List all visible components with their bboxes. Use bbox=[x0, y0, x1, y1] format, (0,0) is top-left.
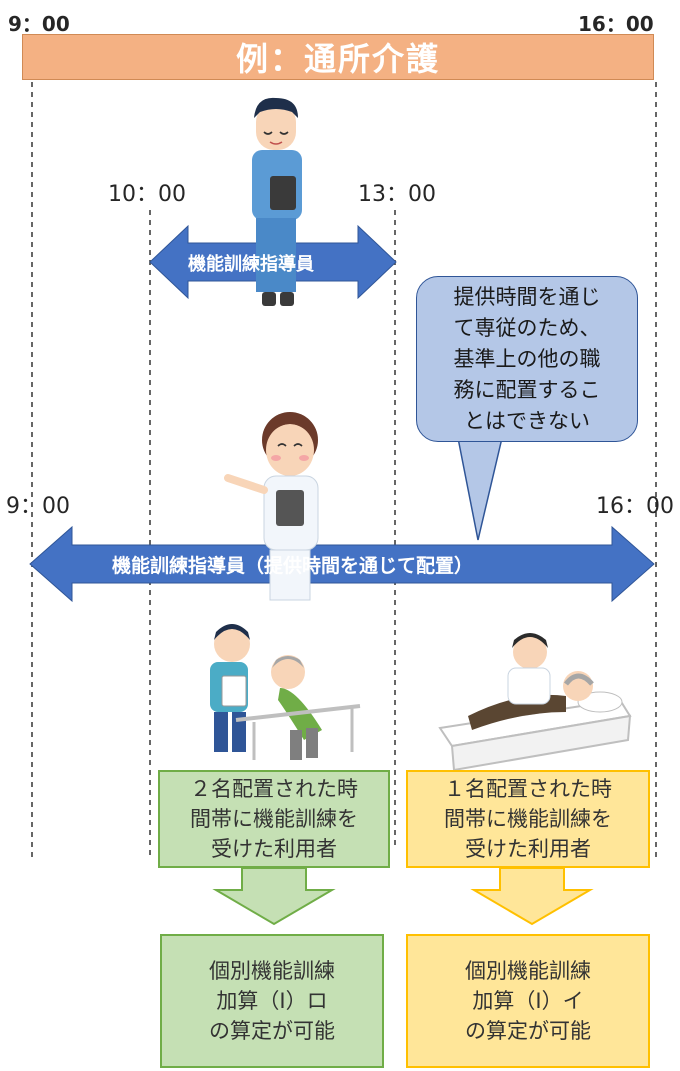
female-instructor-illustration bbox=[224, 412, 319, 601]
title-banner: 例：通所介護 bbox=[22, 34, 654, 80]
yellow-result-line: 加算（Ⅰ）イ bbox=[472, 989, 584, 1013]
walking-rehab-illustration bbox=[210, 624, 361, 760]
bubble-line: 務に配置するこ bbox=[453, 377, 601, 402]
yellow-result-line: 個別機能訓練 bbox=[465, 959, 591, 983]
bubble-line: て専従のため、 bbox=[453, 315, 601, 340]
green-condition-line: 受けた利用者 bbox=[211, 837, 337, 861]
green-result-line: の算定が可能 bbox=[209, 1019, 335, 1043]
lower-arrow-label: 機能訓練指導員（提供時間を通じて配置） bbox=[112, 555, 474, 577]
green-condition-line: 間帯に機能訓練を bbox=[190, 807, 358, 831]
bubble-line: 基準上の他の職 bbox=[453, 346, 601, 371]
bubble-tail bbox=[457, 437, 503, 541]
time-label-10: 10：00 bbox=[108, 182, 186, 207]
yellow-result-line: の算定が可能 bbox=[465, 1019, 591, 1043]
time-label-13: 13：00 bbox=[358, 182, 436, 207]
speech-bubble: 提供時間を通じ て専従のため、 基準上の他の職 務に配置するこ とはできない bbox=[416, 276, 638, 442]
green-condition-line: ２名配置された時 bbox=[190, 777, 358, 801]
yellow-result-box: 個別機能訓練 加算（Ⅰ）イ の算定が可能 bbox=[406, 934, 650, 1068]
bubble-line: 提供時間を通じ bbox=[453, 284, 601, 309]
male-instructor-illustration bbox=[252, 97, 302, 306]
green-result-line: 加算（Ⅰ）ロ bbox=[216, 989, 328, 1013]
time-label-row2-end: 16：00 bbox=[596, 494, 674, 519]
yellow-condition-line: 間帯に機能訓練を bbox=[444, 807, 612, 831]
down-arrow-green bbox=[212, 867, 336, 926]
time-label-end: 16：00 bbox=[578, 12, 654, 36]
down-arrow-yellow bbox=[470, 867, 594, 926]
yellow-condition-line: １名配置された時 bbox=[444, 777, 612, 801]
green-condition-box: ２名配置された時 間帯に機能訓練を 受けた利用者 bbox=[158, 770, 390, 868]
green-result-box: 個別機能訓練 加算（Ⅰ）ロ の算定が可能 bbox=[160, 934, 384, 1068]
bed-care-illustration bbox=[438, 633, 632, 772]
yellow-condition-box: １名配置された時 間帯に機能訓練を 受けた利用者 bbox=[406, 770, 650, 868]
bubble-line: とはできない bbox=[464, 408, 590, 433]
yellow-condition-line: 受けた利用者 bbox=[465, 837, 591, 861]
green-result-line: 個別機能訓練 bbox=[209, 959, 335, 983]
time-label-row2-start: 9：00 bbox=[6, 494, 70, 519]
time-label-start: 9：00 bbox=[8, 12, 70, 36]
upper-arrow-label: 機能訓練指導員 bbox=[188, 254, 314, 275]
lower-double-arrow bbox=[29, 525, 655, 603]
